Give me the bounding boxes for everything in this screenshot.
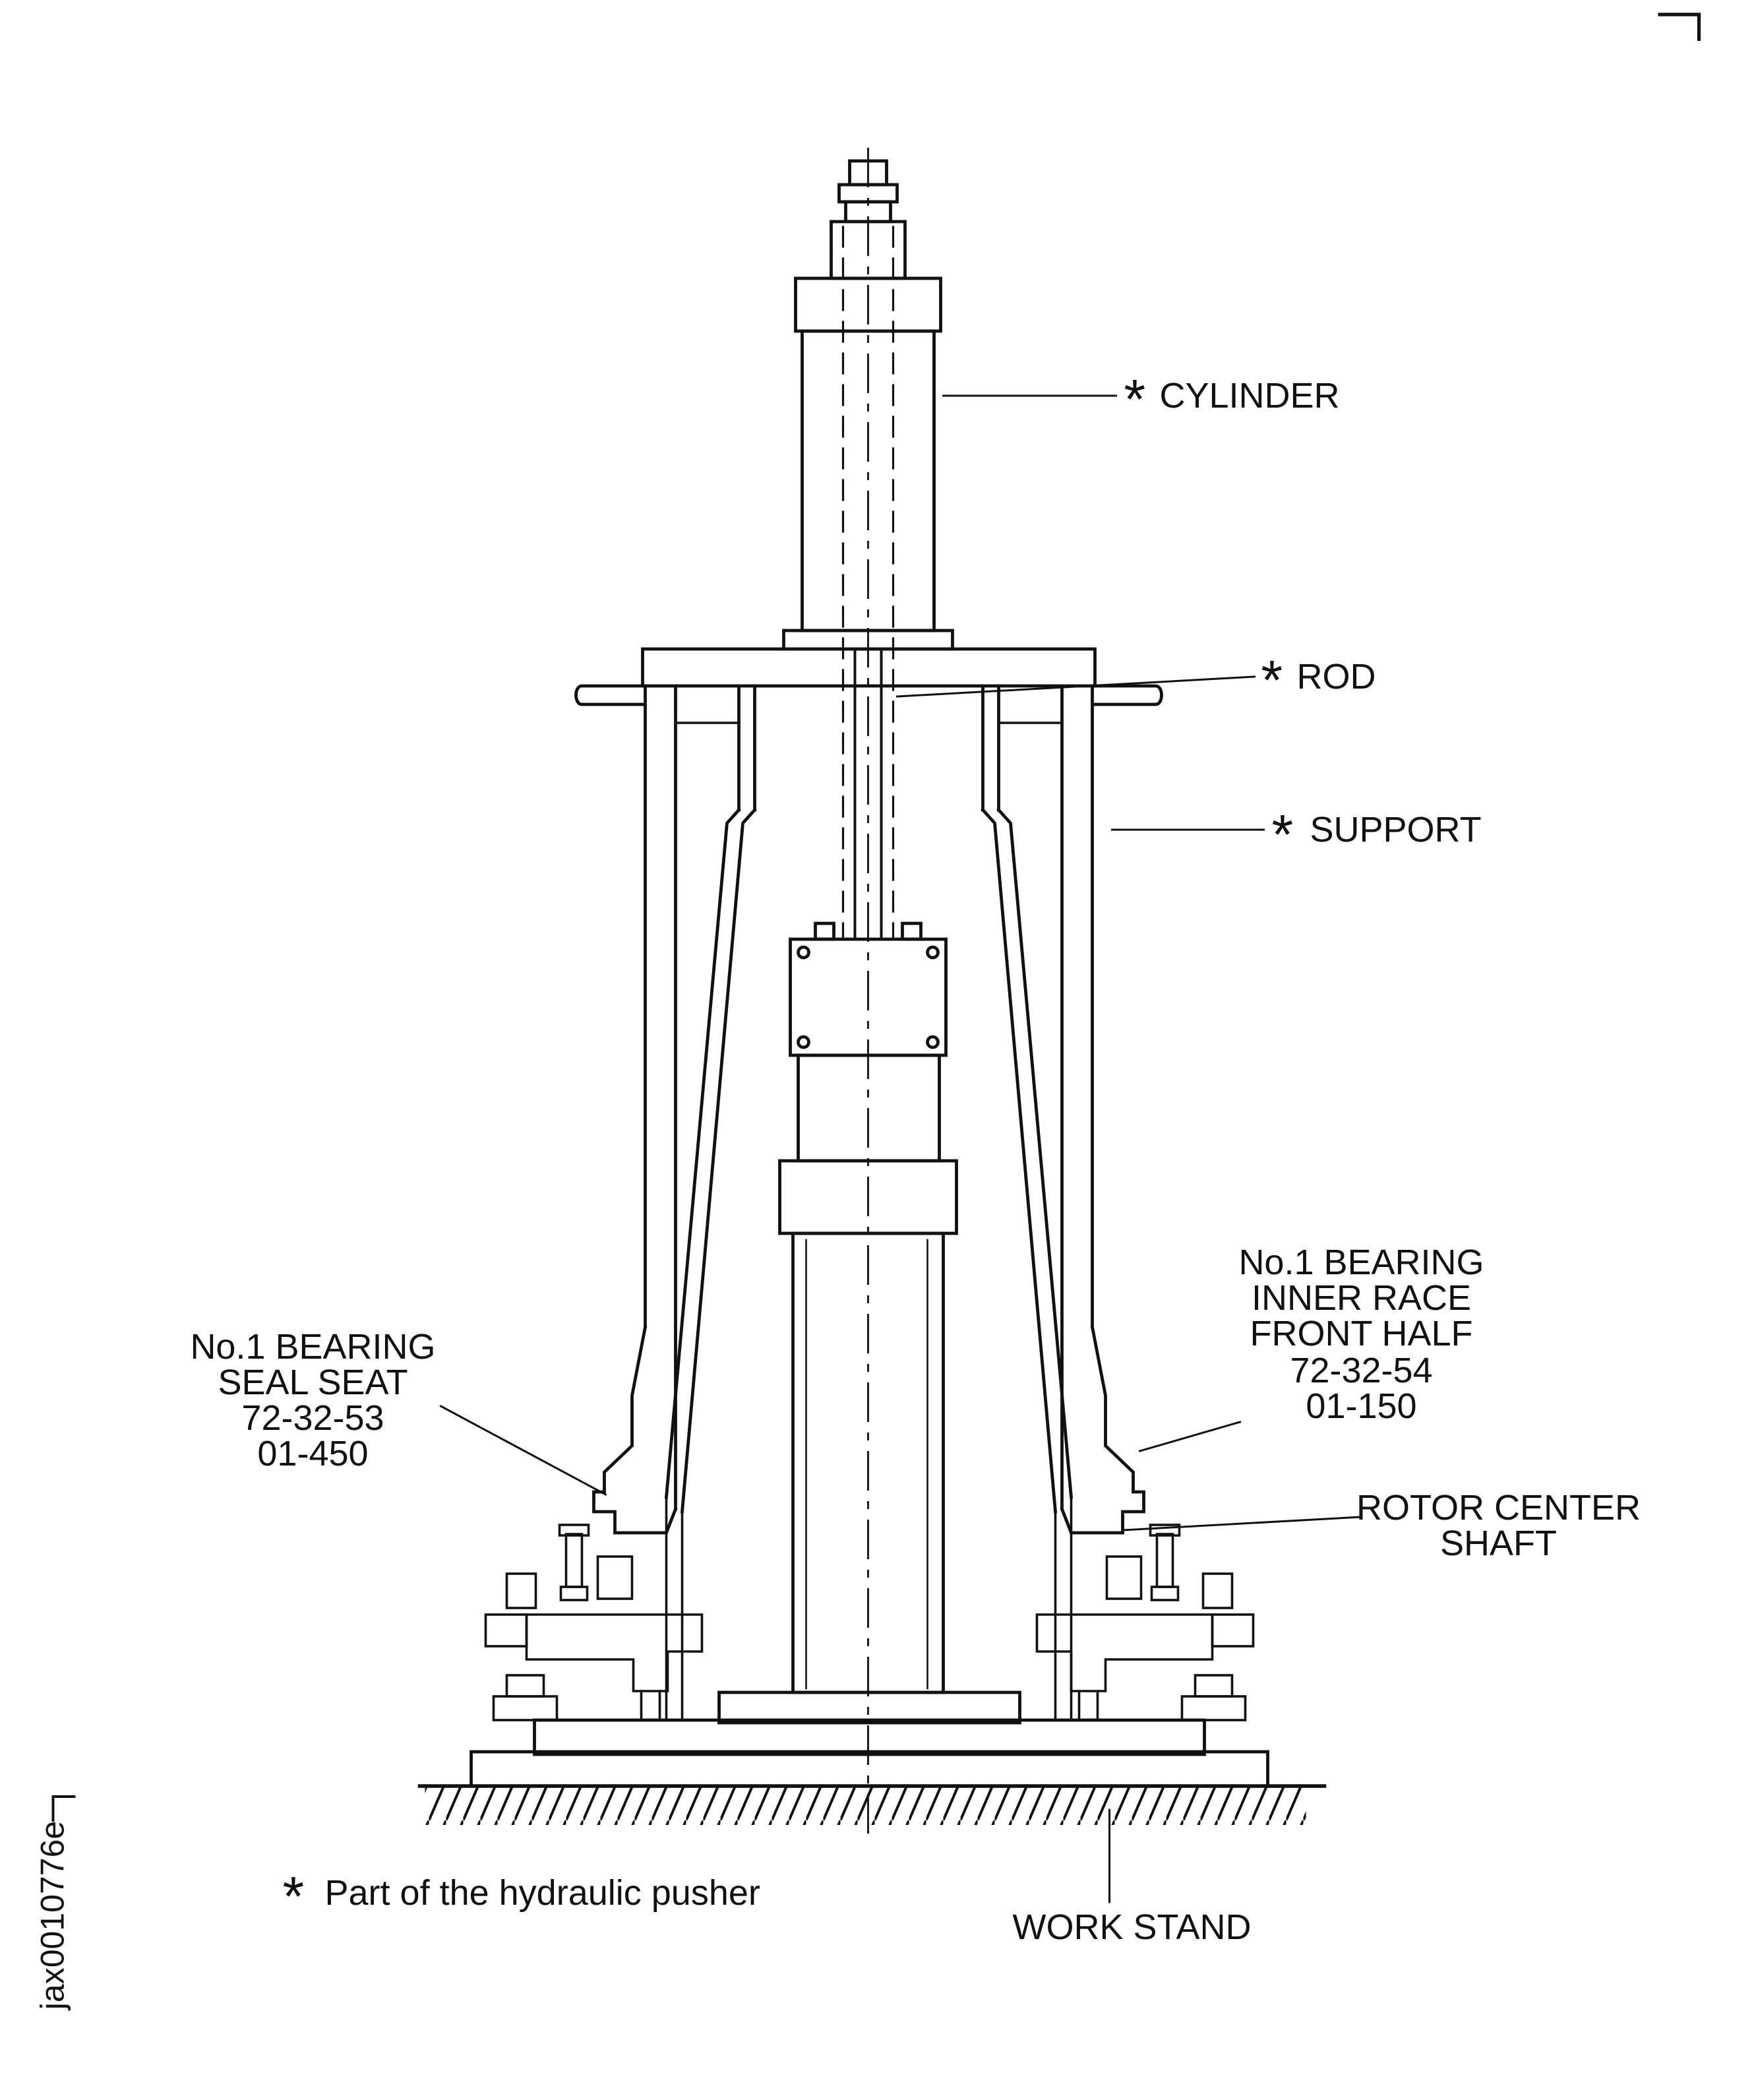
bearing-inner-race-label-line5: 01-150 (1306, 1386, 1416, 1426)
rod-label: ROD (1297, 657, 1376, 696)
inner-race-leader-line (1138, 1421, 1242, 1452)
figure-id: jax0010776e (34, 1821, 71, 2011)
bearing-inner-race-label-line1: No.1 BEARING (1238, 1243, 1484, 1282)
rotor-center-shaft-label-line2: SHAFT (1440, 1524, 1557, 1563)
bearing-seal-seat-label-line1: No.1 BEARING (190, 1327, 435, 1367)
piston-rod-drawing (841, 226, 895, 941)
bearing-seal-seat-label: No.1 BEARING SEAL SEAT 72-32-53 01-450 (190, 1327, 435, 1473)
figure-id-bracket-mark (51, 1795, 76, 1822)
work-stand-drawing (417, 1674, 1327, 1825)
rotor-shaft-leader-line (1121, 1516, 1363, 1531)
asterisk-icon: * (1124, 368, 1146, 430)
asterisk-icon: * (283, 1865, 305, 1927)
bearing-inner-race-label-line4: 72-32-54 (1290, 1351, 1432, 1390)
footnote-text: Part of the hydraulic pusher (325, 1873, 760, 1913)
rod-leader-line (895, 675, 1256, 698)
support-label: SUPPORT (1310, 810, 1482, 849)
support-drawing (574, 647, 1163, 1721)
asterisk-icon: * (1261, 649, 1283, 711)
bearing-details-right-drawing (1035, 1524, 1255, 1692)
cylinder-label: CYLINDER (1160, 376, 1340, 416)
leader-lines (439, 394, 1363, 1903)
bearing-details-left-drawing (484, 1524, 704, 1692)
asterisk-icon: * (1272, 803, 1294, 865)
page-corner-mark (1658, 13, 1701, 41)
bearing-inner-race-label-line3: FRONT HALF (1250, 1314, 1472, 1353)
seal-seat-leader-line (439, 1404, 607, 1497)
bearing-seal-seat-label-line3: 72-32-53 (241, 1398, 384, 1438)
rotor-center-shaft-label: ROTOR CENTER SHAFT (1356, 1488, 1641, 1563)
work-stand-label: WORK STAND (1013, 1907, 1252, 1947)
bearing-seal-seat-label-line2: SEAL SEAT (218, 1363, 408, 1402)
rotor-center-shaft-label-line1: ROTOR CENTER (1356, 1488, 1641, 1528)
bearing-inner-race-label: No.1 BEARING INNER RACE FRONT HALF 72-32… (1238, 1243, 1484, 1426)
bearing-inner-race-label-line2: INNER RACE (1252, 1278, 1471, 1318)
bearing-seal-seat-label-line4: 01-450 (257, 1434, 368, 1473)
